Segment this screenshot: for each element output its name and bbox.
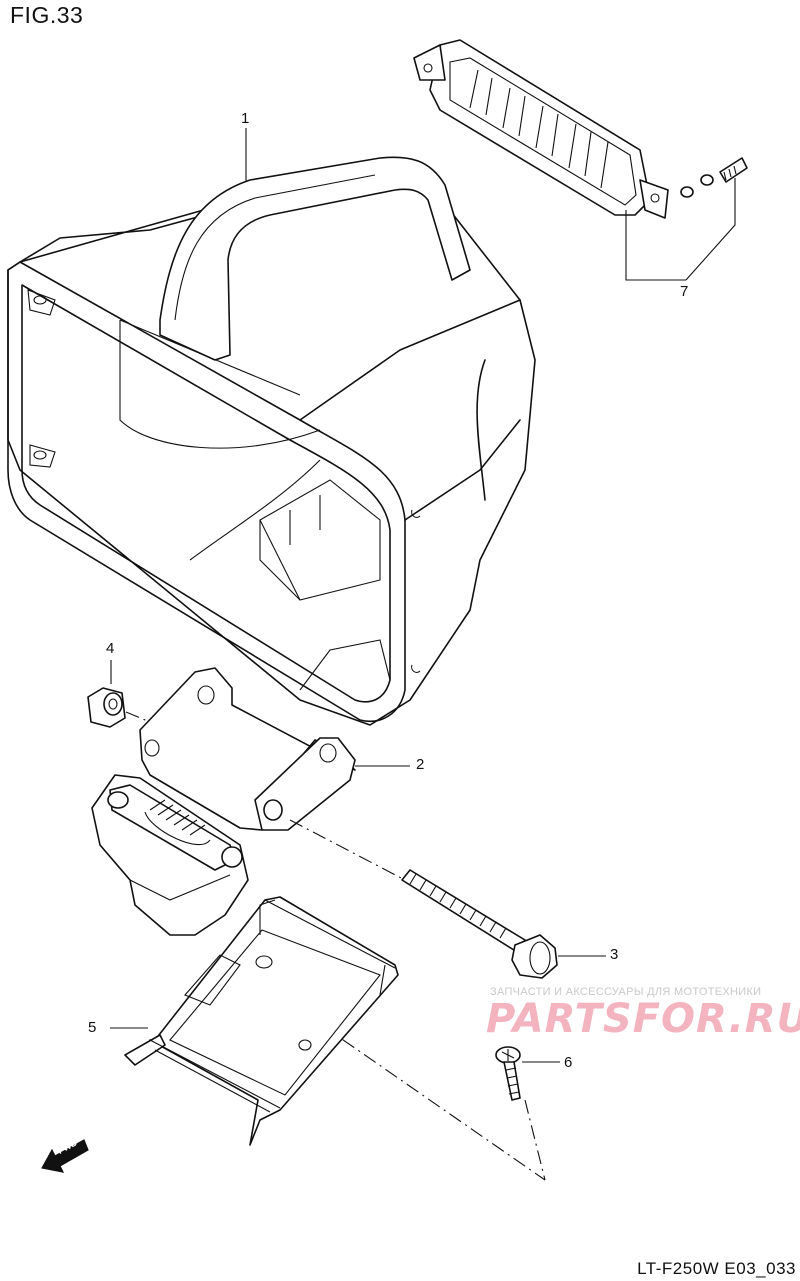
callout-5: 5 [88, 1019, 97, 1036]
watermark-tagline: ЗАПЧАСТИ И АКСЕССУАРЫ ДЛЯ МОТОТЕХНИКИ [490, 986, 762, 998]
headlight-housing [7, 159, 536, 726]
watermark-logo: PARTSFOR.RU [486, 996, 800, 1042]
figure-title: FIG.33 [10, 2, 84, 28]
callout-1: 1 [241, 110, 250, 127]
nut [87, 687, 126, 728]
alignment-line-bolt [289, 819, 406, 881]
forward-arrow-icon [41, 1139, 89, 1173]
bolt [401, 869, 558, 979]
alignment-line-nut [125, 711, 151, 723]
alignment-line-screw-a [299, 1009, 546, 1181]
footer-code: LT-F250W E03_033 [637, 1259, 796, 1278]
holder-plate [124, 896, 399, 1146]
callout-3: 3 [610, 946, 619, 963]
callout-2: 2 [416, 756, 425, 773]
callout-7: 7 [680, 283, 689, 300]
screw [495, 1046, 521, 1101]
callout-6: 6 [564, 1054, 573, 1071]
callout-4: 4 [106, 640, 115, 657]
leader-line-7 [625, 178, 736, 281]
grille-cover [413, 39, 748, 219]
adjuster-hinge [91, 774, 249, 936]
alignment-line-screw-b [524, 1099, 546, 1181]
carry-handle [159, 156, 471, 361]
mounting-bracket [139, 667, 356, 831]
